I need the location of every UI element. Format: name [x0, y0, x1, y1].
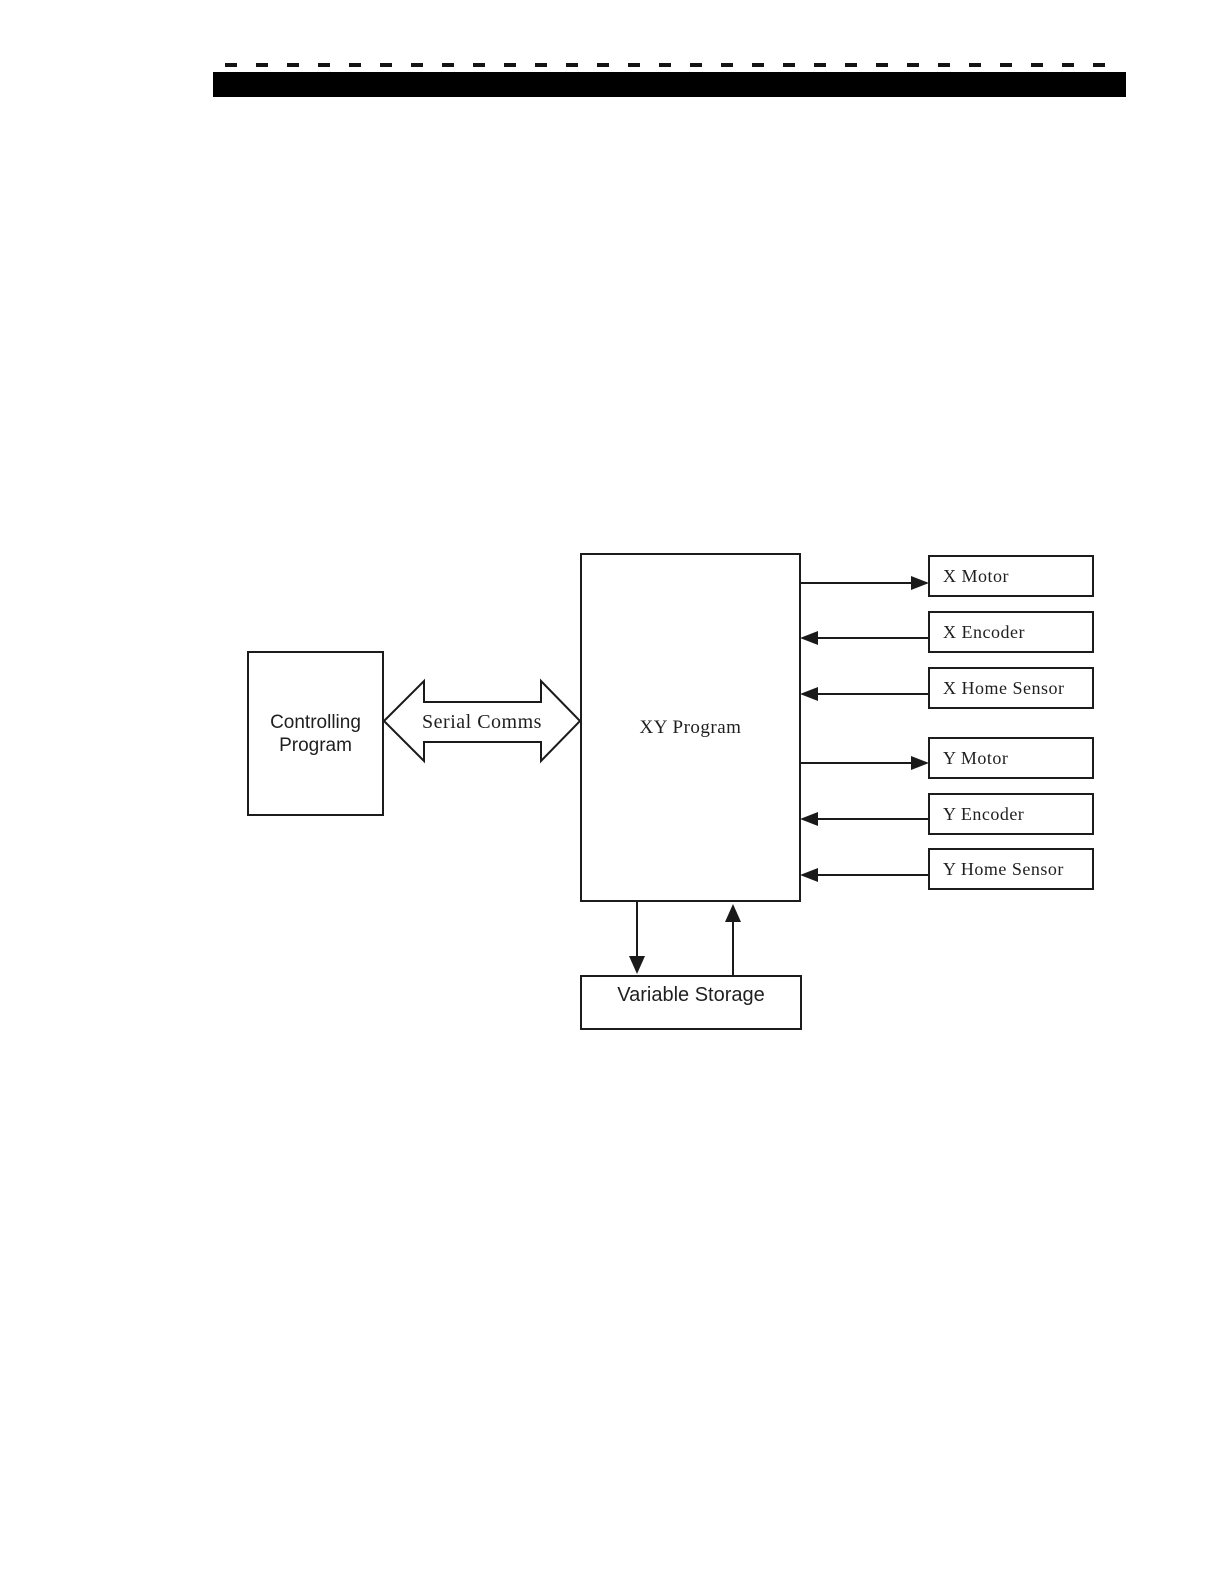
edge-xy-to-x-motor — [801, 576, 929, 590]
scan-artifact-dashed-line — [225, 63, 1107, 67]
node-x-home-sensor: X Home Sensor — [928, 667, 1094, 709]
node-label: Serial Comms — [422, 710, 542, 733]
edge-xy-to-variable-storage — [629, 902, 645, 974]
edge-x-home-sensor-to-xy — [800, 687, 928, 701]
node-label: X Encoder — [943, 621, 1025, 642]
node-x-encoder: X Encoder — [928, 611, 1094, 653]
node-label: Y Home Sensor — [943, 858, 1064, 879]
node-variable-storage: Variable Storage — [580, 975, 802, 1030]
edge-y-home-sensor-to-xy — [800, 868, 928, 882]
edge-x-encoder-to-xy — [800, 631, 928, 645]
node-label: XY Program — [639, 716, 742, 738]
node-x-motor: X Motor — [928, 555, 1094, 597]
edge-xy-to-y-motor — [801, 756, 929, 770]
node-y-motor: Y Motor — [928, 737, 1094, 779]
node-label: Y Encoder — [943, 803, 1025, 824]
edge-y-encoder-to-xy — [800, 812, 928, 826]
solid-black-header-bar — [213, 72, 1126, 97]
node-label: Variable Storage — [617, 984, 765, 1006]
serial-comms-label: Serial Comms — [404, 703, 560, 741]
edge-variable-storage-to-xy — [725, 904, 741, 976]
node-y-encoder: Y Encoder — [928, 793, 1094, 835]
node-label: Controlling Program — [270, 711, 361, 756]
node-label: X Motor — [943, 565, 1009, 586]
node-xy-program: XY Program — [580, 553, 801, 902]
node-label: X Home Sensor — [943, 677, 1065, 698]
node-y-home-sensor: Y Home Sensor — [928, 848, 1094, 890]
node-label: Y Motor — [943, 747, 1009, 768]
node-controlling-program: Controlling Program — [247, 651, 384, 816]
